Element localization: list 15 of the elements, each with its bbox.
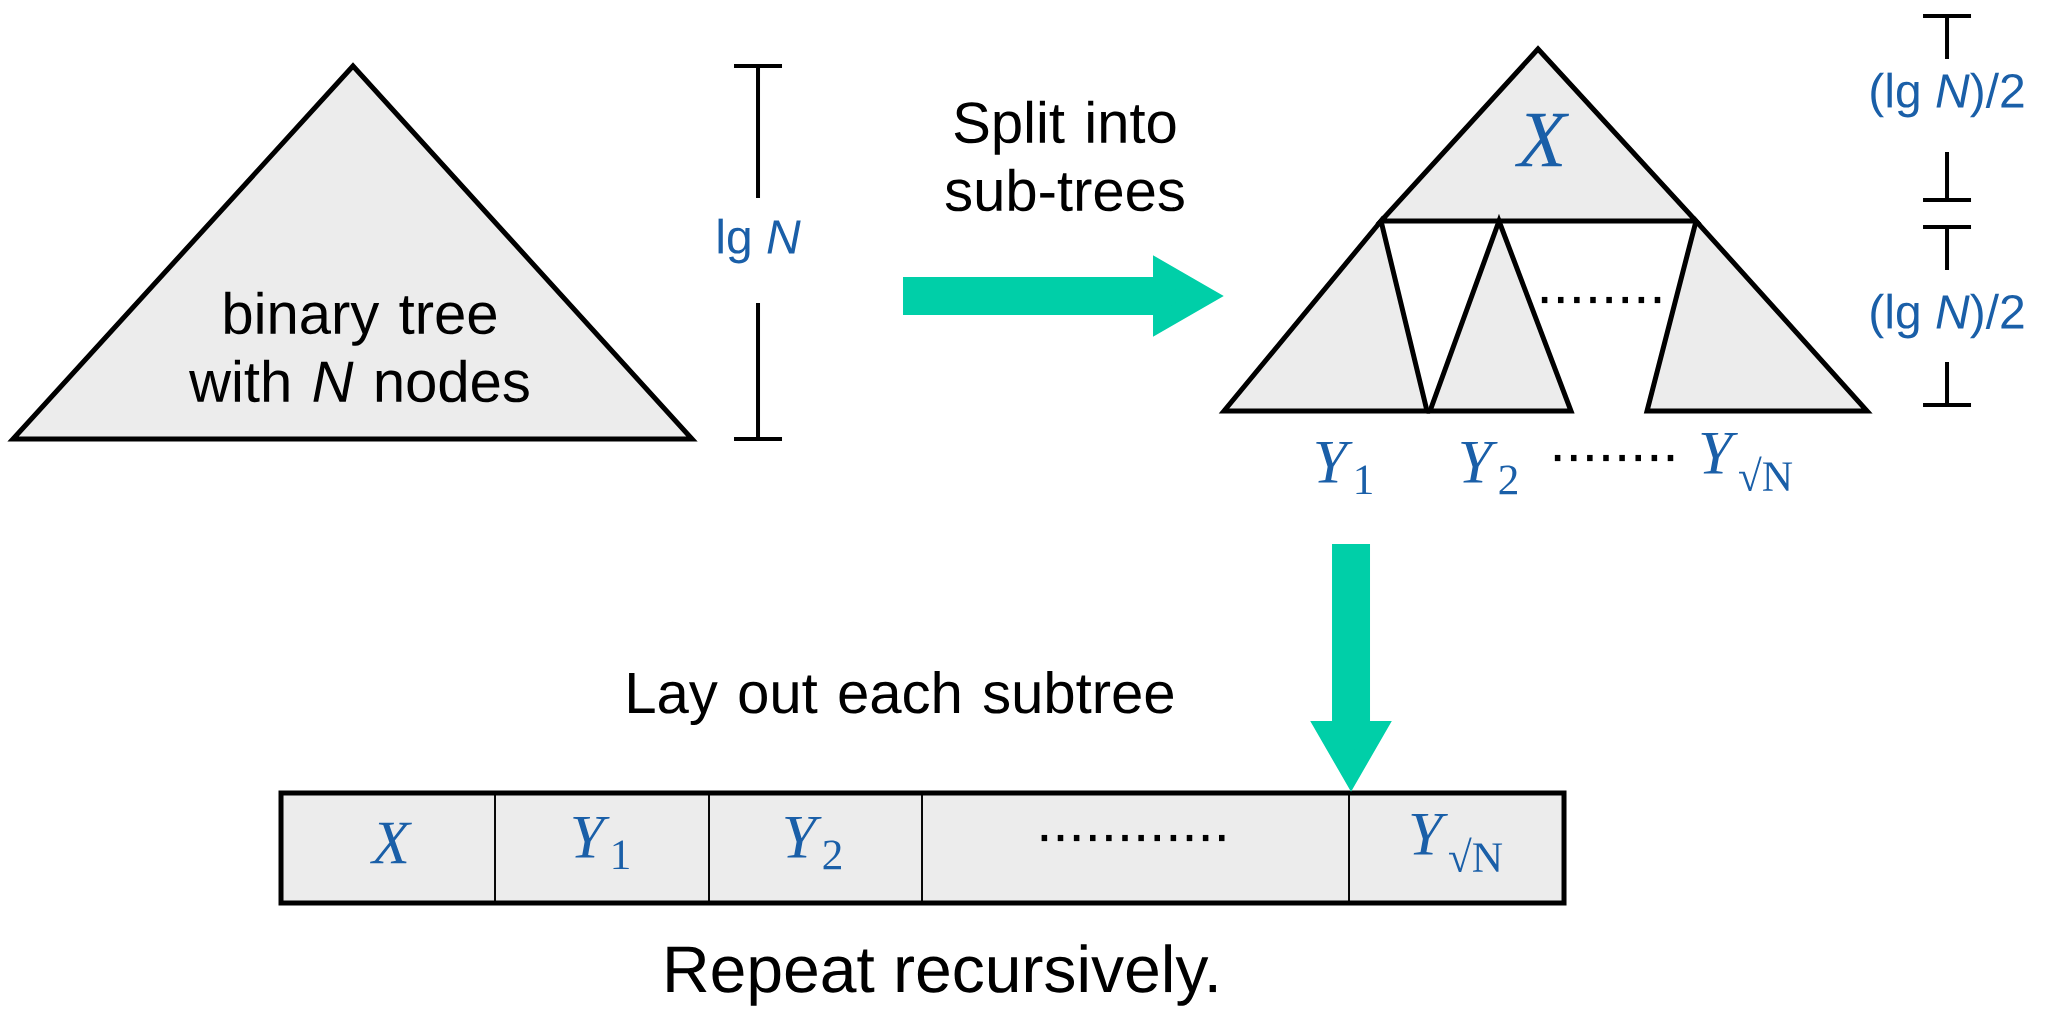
- array-cell: Y$_{2}$: [708, 792, 923, 904]
- array-cell: X: [280, 792, 496, 904]
- array-cell: ............: [921, 792, 1350, 904]
- dimension-label: (lg N)/2: [1871, 72, 2024, 118]
- array-cell: Y$_{1}$: [494, 792, 710, 904]
- dots: ........: [1554, 454, 1674, 462]
- subtree-label: Y$_{√N}$: [1701, 432, 1793, 492]
- subtree-label: Y$_{1}$: [1316, 441, 1372, 495]
- array-box: [278, 790, 1567, 906]
- array-cell: Y$_{√N}$: [1348, 792, 1565, 904]
- edge-label: Split into sub-trees: [945, 100, 1184, 212]
- dots: ........: [1541, 296, 1661, 304]
- subtree-label: Y$_{2}$: [1461, 441, 1517, 495]
- edge-label: Lay out each subtree: [629, 671, 1173, 726]
- note: Repeat recursively.: [667, 944, 1216, 1006]
